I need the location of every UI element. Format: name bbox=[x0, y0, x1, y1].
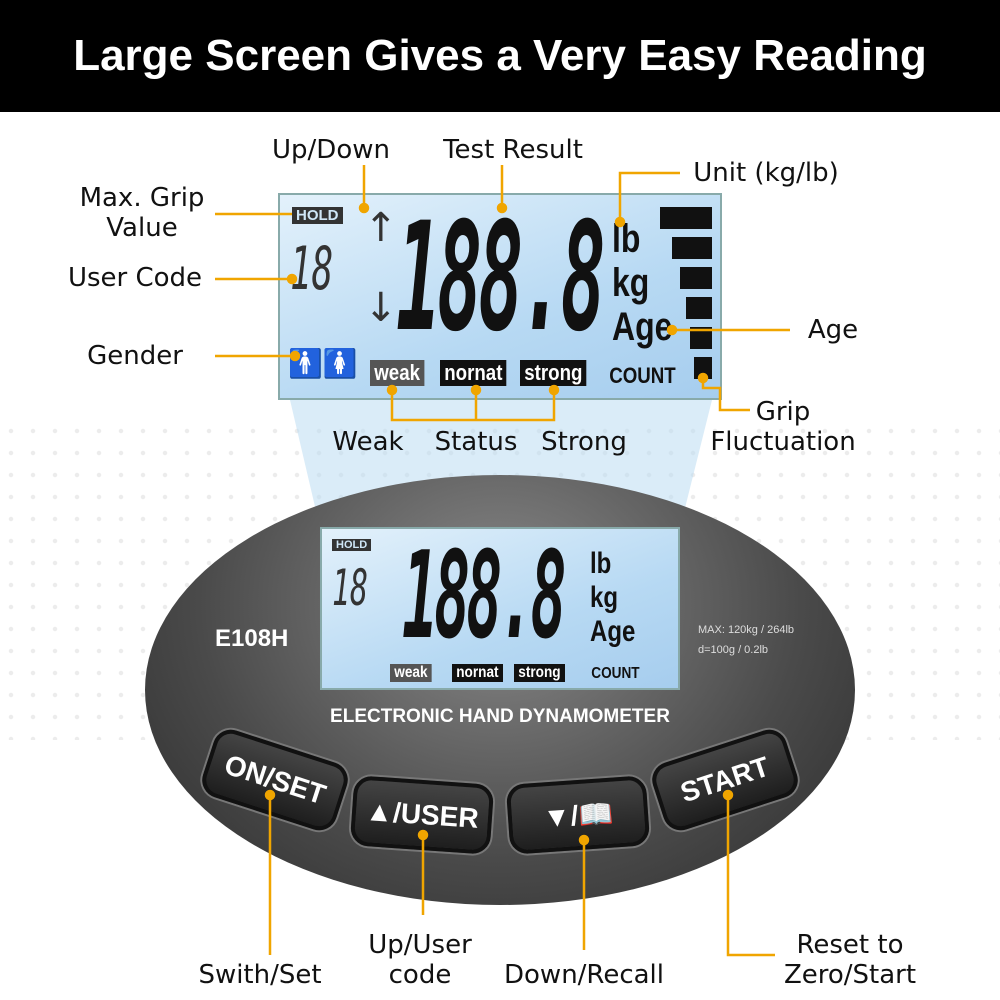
callout-up-down: Up/Down bbox=[272, 135, 390, 165]
down-arrow-icon: ↓ bbox=[364, 285, 398, 331]
callout-test-result: Test Result bbox=[443, 135, 583, 165]
callout-user-code: User Code bbox=[67, 263, 203, 293]
main-digits: 188.8 bbox=[402, 527, 567, 666]
hold-indicator: HOLD bbox=[332, 539, 372, 551]
callout-down-recall: Down/Recall bbox=[504, 960, 664, 990]
device-name: ELECTRONIC HAND DYNAMOMETER bbox=[330, 706, 670, 727]
callout-strong: Strong bbox=[541, 427, 627, 457]
callout-status: Status bbox=[434, 427, 518, 457]
main-digits: 188.8 bbox=[396, 193, 606, 365]
strong-tag: strong bbox=[520, 360, 587, 386]
normal-tag: nornat bbox=[440, 360, 507, 386]
callout-swith-set: Swith/Set bbox=[198, 960, 322, 990]
callout-unit: Unit (kg/lb) bbox=[693, 158, 839, 188]
model-label: E108H bbox=[215, 625, 289, 652]
up-arrow-icon: ↑ bbox=[364, 205, 398, 251]
count-label: COUNT bbox=[609, 363, 676, 388]
callout-gender: Gender bbox=[87, 341, 183, 371]
weak-tag: weak bbox=[370, 360, 425, 386]
hold-indicator: HOLD bbox=[292, 207, 343, 224]
page-title: Large Screen Gives a Very Easy Reading bbox=[0, 0, 1000, 112]
user-code-digits: 18 bbox=[332, 559, 369, 617]
gender-icon: 🚹🚺 bbox=[288, 347, 358, 380]
weak-tag: weak bbox=[390, 664, 432, 682]
normal-tag: nornat bbox=[452, 664, 503, 682]
strong-tag: strong bbox=[514, 664, 565, 682]
callout-weak: Weak bbox=[332, 427, 404, 457]
count-label: COUNT bbox=[591, 665, 640, 682]
callout-age: Age bbox=[807, 315, 859, 345]
user-code-digits: 18 bbox=[290, 234, 334, 304]
